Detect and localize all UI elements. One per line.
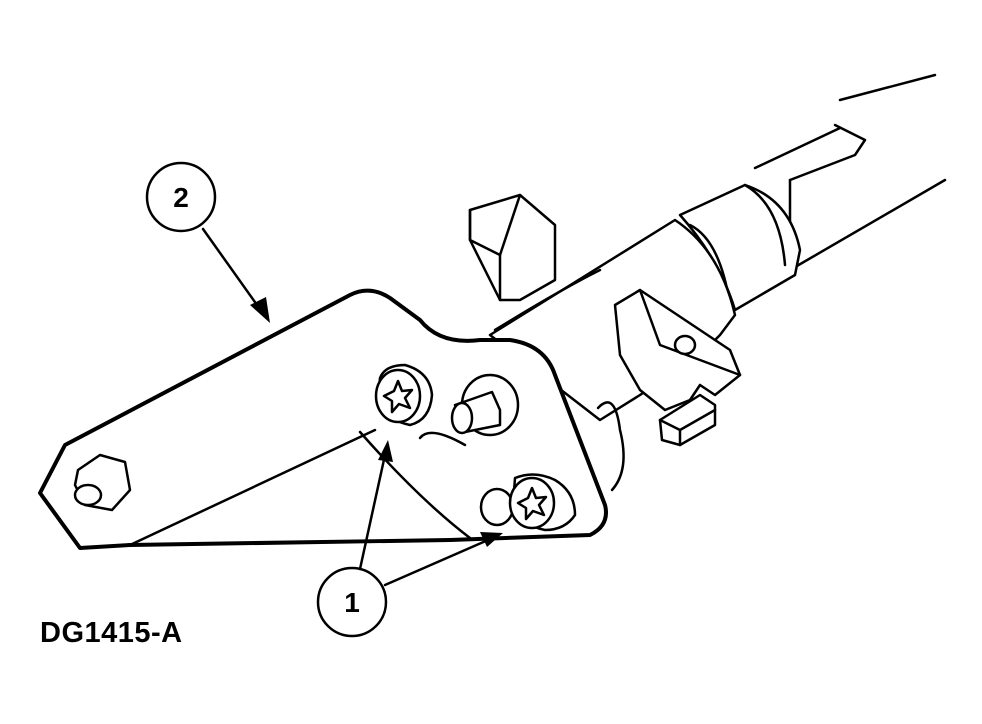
torx-bolt-icon [374,363,434,427]
column-shaft [753,73,947,272]
pivot-pin [450,373,520,437]
callout-1-arrowhead-lower [480,532,503,547]
hex-nut-icon [73,453,132,512]
callout-1-label: 1 [344,587,360,618]
callout-2: 2 [145,161,270,323]
callout-1: 1 [316,440,503,638]
figure-id: DG1415-A [40,617,183,649]
bracket [38,288,608,550]
column-collar [678,183,802,312]
column-key-block [468,193,557,302]
torx-bolt-icon [479,473,577,532]
clamp-block [596,288,742,492]
callout-2-label: 2 [173,182,189,213]
callout-1-arrowhead-upper [378,440,393,462]
callout-2-arrowhead [250,297,270,323]
